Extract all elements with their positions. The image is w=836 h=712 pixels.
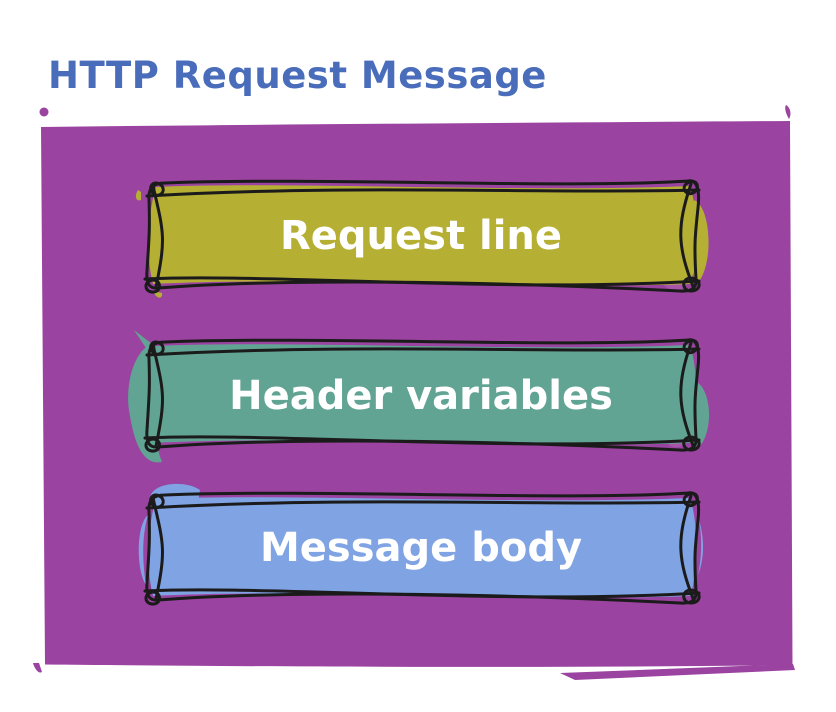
bar-label-request-line: Request line — [280, 213, 562, 259]
panel-tick-top-right — [785, 105, 791, 119]
bar-message-body: Message body — [138, 483, 704, 606]
panel-sliver-bottom-right — [560, 664, 795, 680]
panel-mark-bottom-left — [33, 663, 42, 673]
bar-header-variables: Header variables — [128, 330, 710, 463]
bar-request-line: Request line — [135, 179, 709, 298]
bar-label-header-variables: Header variables — [229, 373, 613, 419]
bar-label-message-body: Message body — [260, 525, 582, 571]
title-group: HTTP Request Message — [48, 54, 547, 97]
panel-dot-top-left — [39, 107, 49, 117]
diagram-title: HTTP Request Message — [48, 54, 547, 97]
